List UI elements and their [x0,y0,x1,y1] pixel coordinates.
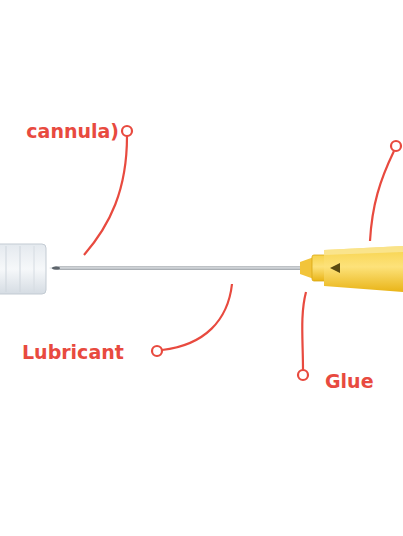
needle-hub [300,246,403,292]
part-label: Glue [325,372,374,391]
needle-cap [0,244,46,294]
leader-line [162,284,232,350]
part-label: cannula) [26,122,119,141]
needle-shaft [49,266,314,270]
leader-line [302,292,306,370]
leader-line [370,151,394,241]
part-label: Lubricant [22,343,124,362]
leader-dot [391,141,401,151]
leader-dot [122,126,132,136]
leader-dot [152,346,162,356]
leader-dot [298,370,308,380]
leader-lines [84,126,401,380]
leader-line [84,136,127,255]
